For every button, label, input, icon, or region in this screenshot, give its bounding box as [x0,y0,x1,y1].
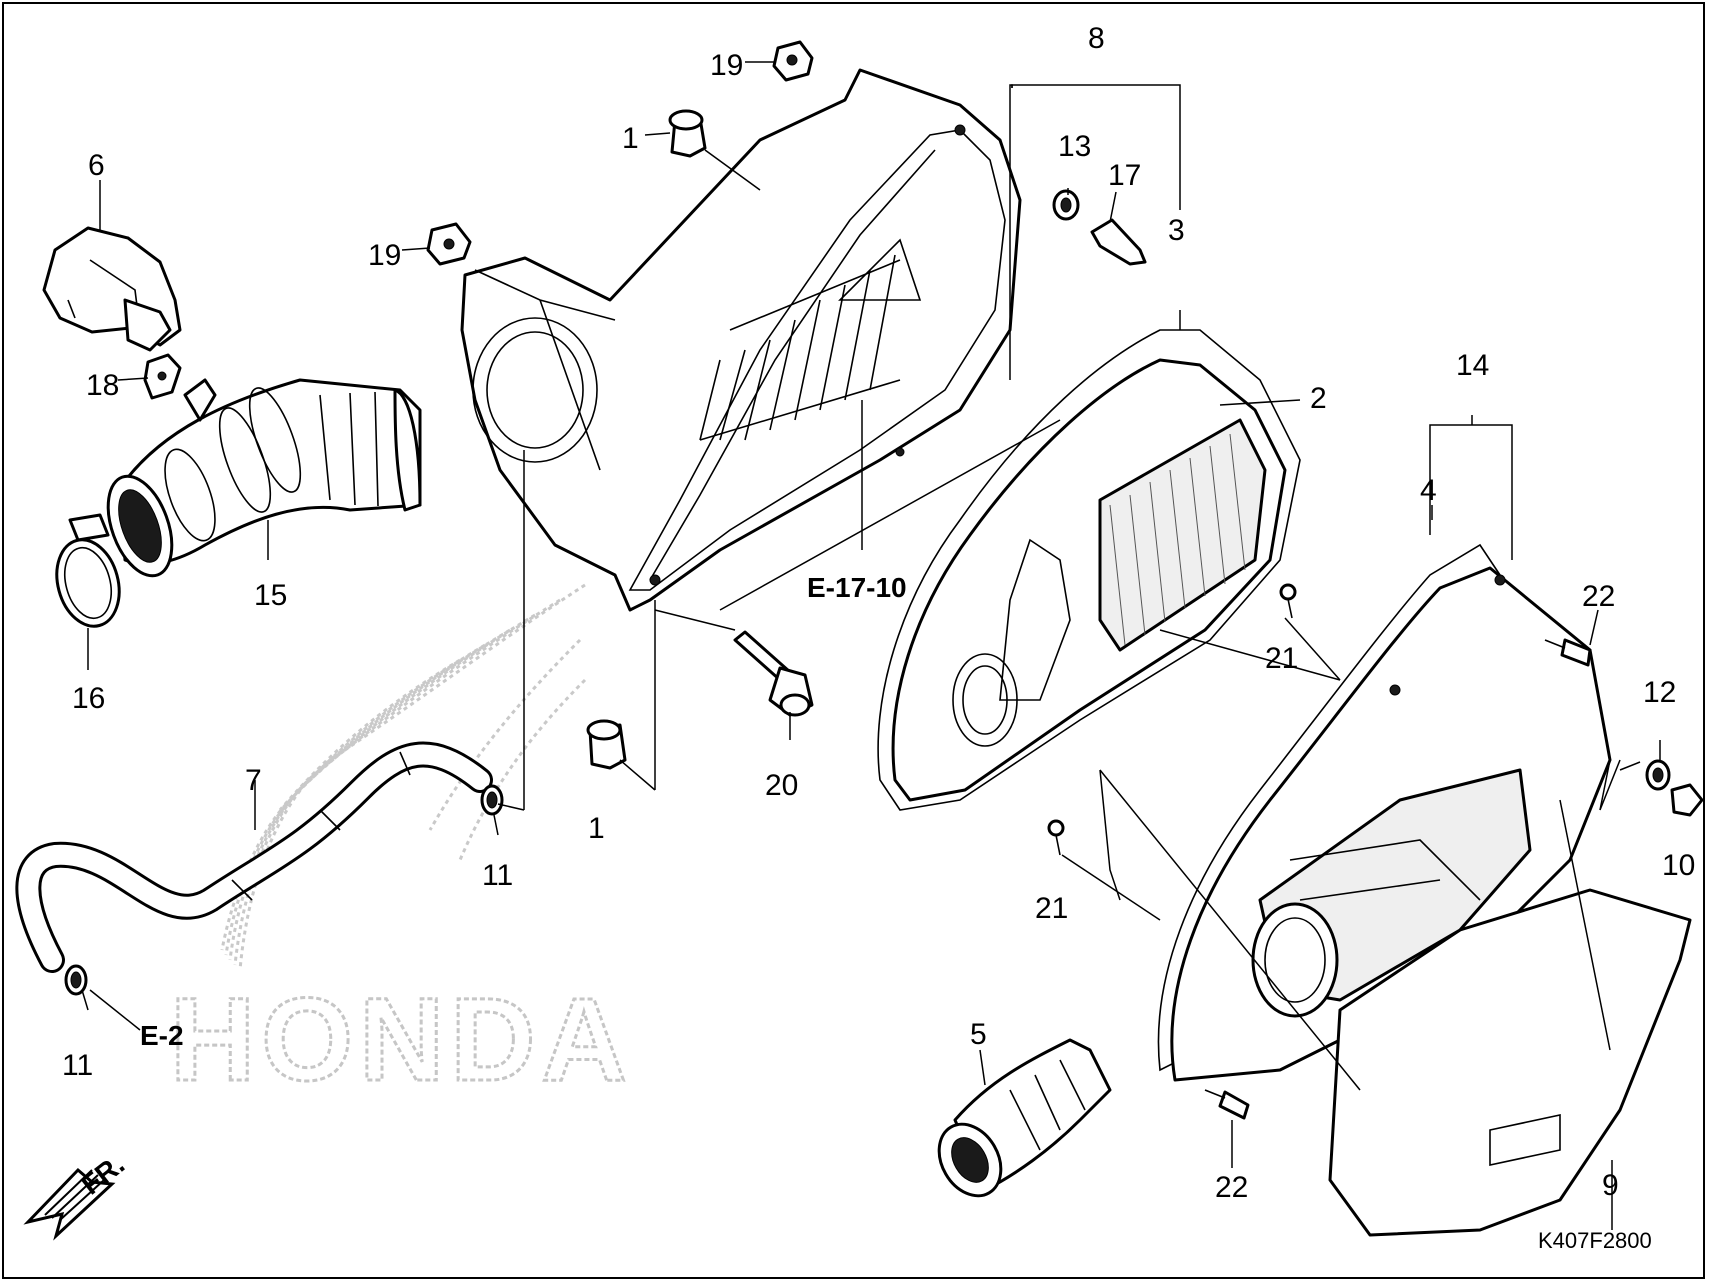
part-13-clip [1052,189,1080,221]
callout-3: 3 [1168,214,1185,247]
part-22-screw-lower [1204,1089,1250,1120]
part-9-cover-case [1170,566,1692,1237]
part-16-clamp-band [55,513,121,628]
callout-19: 19 [368,239,401,272]
part-21-screw-upper [1279,583,1297,619]
callout-18: 18 [86,369,119,402]
part-8-air-cleaner-case [460,68,1022,612]
part-12-clip [1645,759,1671,791]
callout-4: 4 [1420,474,1437,507]
callout-19: 19 [710,49,743,82]
leader-lines [81,61,1661,1230]
callout-9: 9 [1602,1169,1619,1202]
part-1-grommet-bottom [586,719,627,770]
callout-17: 17 [1108,159,1141,192]
part-19-nut-left [426,222,472,266]
part-15-connecting-tube [106,378,422,578]
drawing-code: K407F2800 [1538,1228,1652,1253]
callout-22: 22 [1215,1171,1248,1204]
callout-12: 12 [1643,676,1676,709]
part-19-nut-top [772,40,814,82]
callout-8: 8 [1088,22,1105,55]
callout-1: 1 [588,812,605,845]
callout-22: 22 [1582,580,1615,613]
part-22-screw-upper [1544,638,1592,667]
reference-e-17-10: E-17-10 [807,572,907,603]
part-6-duct-cover [42,226,182,352]
part-2-air-cleaner-element [891,358,1287,802]
part-11-clip-upper [480,784,504,816]
callout-16: 16 [72,682,105,715]
callout-13: 13 [1058,130,1091,163]
part-7-drain-tube [15,741,493,973]
callout-5: 5 [970,1018,987,1051]
part-18-clip [143,353,182,400]
part-11-clip-lower [64,964,88,996]
callout-21: 21 [1265,642,1298,675]
part-5-intake-funnel [937,1038,1112,1198]
honda-watermark-text: HONDA [170,974,633,1106]
callout-1: 1 [622,122,639,155]
part-17-drain-plug [1090,218,1147,266]
reference-e-2: E-2 [140,1020,184,1051]
callout-20: 20 [765,769,798,802]
callout-15: 15 [254,579,287,612]
part-1-grommet-top [668,109,707,158]
callout-21: 21 [1035,892,1068,925]
callout-11: 11 [482,859,513,892]
part-3-seal [877,329,1301,811]
callout-11: 11 [62,1049,93,1082]
callout-6: 6 [88,149,105,182]
front-direction-arrow: FR. [23,1148,130,1241]
part-21-screw-lower [1047,819,1065,856]
part-4-cover-seal [1157,543,1511,1072]
part-10-plug [1670,783,1704,817]
callout-7: 7 [245,764,262,797]
callout-14: 14 [1456,349,1489,382]
honda-wing-watermark [220,583,587,971]
part-20-bolt [733,630,814,717]
callout-10: 10 [1662,849,1695,882]
callout-2: 2 [1310,382,1327,415]
